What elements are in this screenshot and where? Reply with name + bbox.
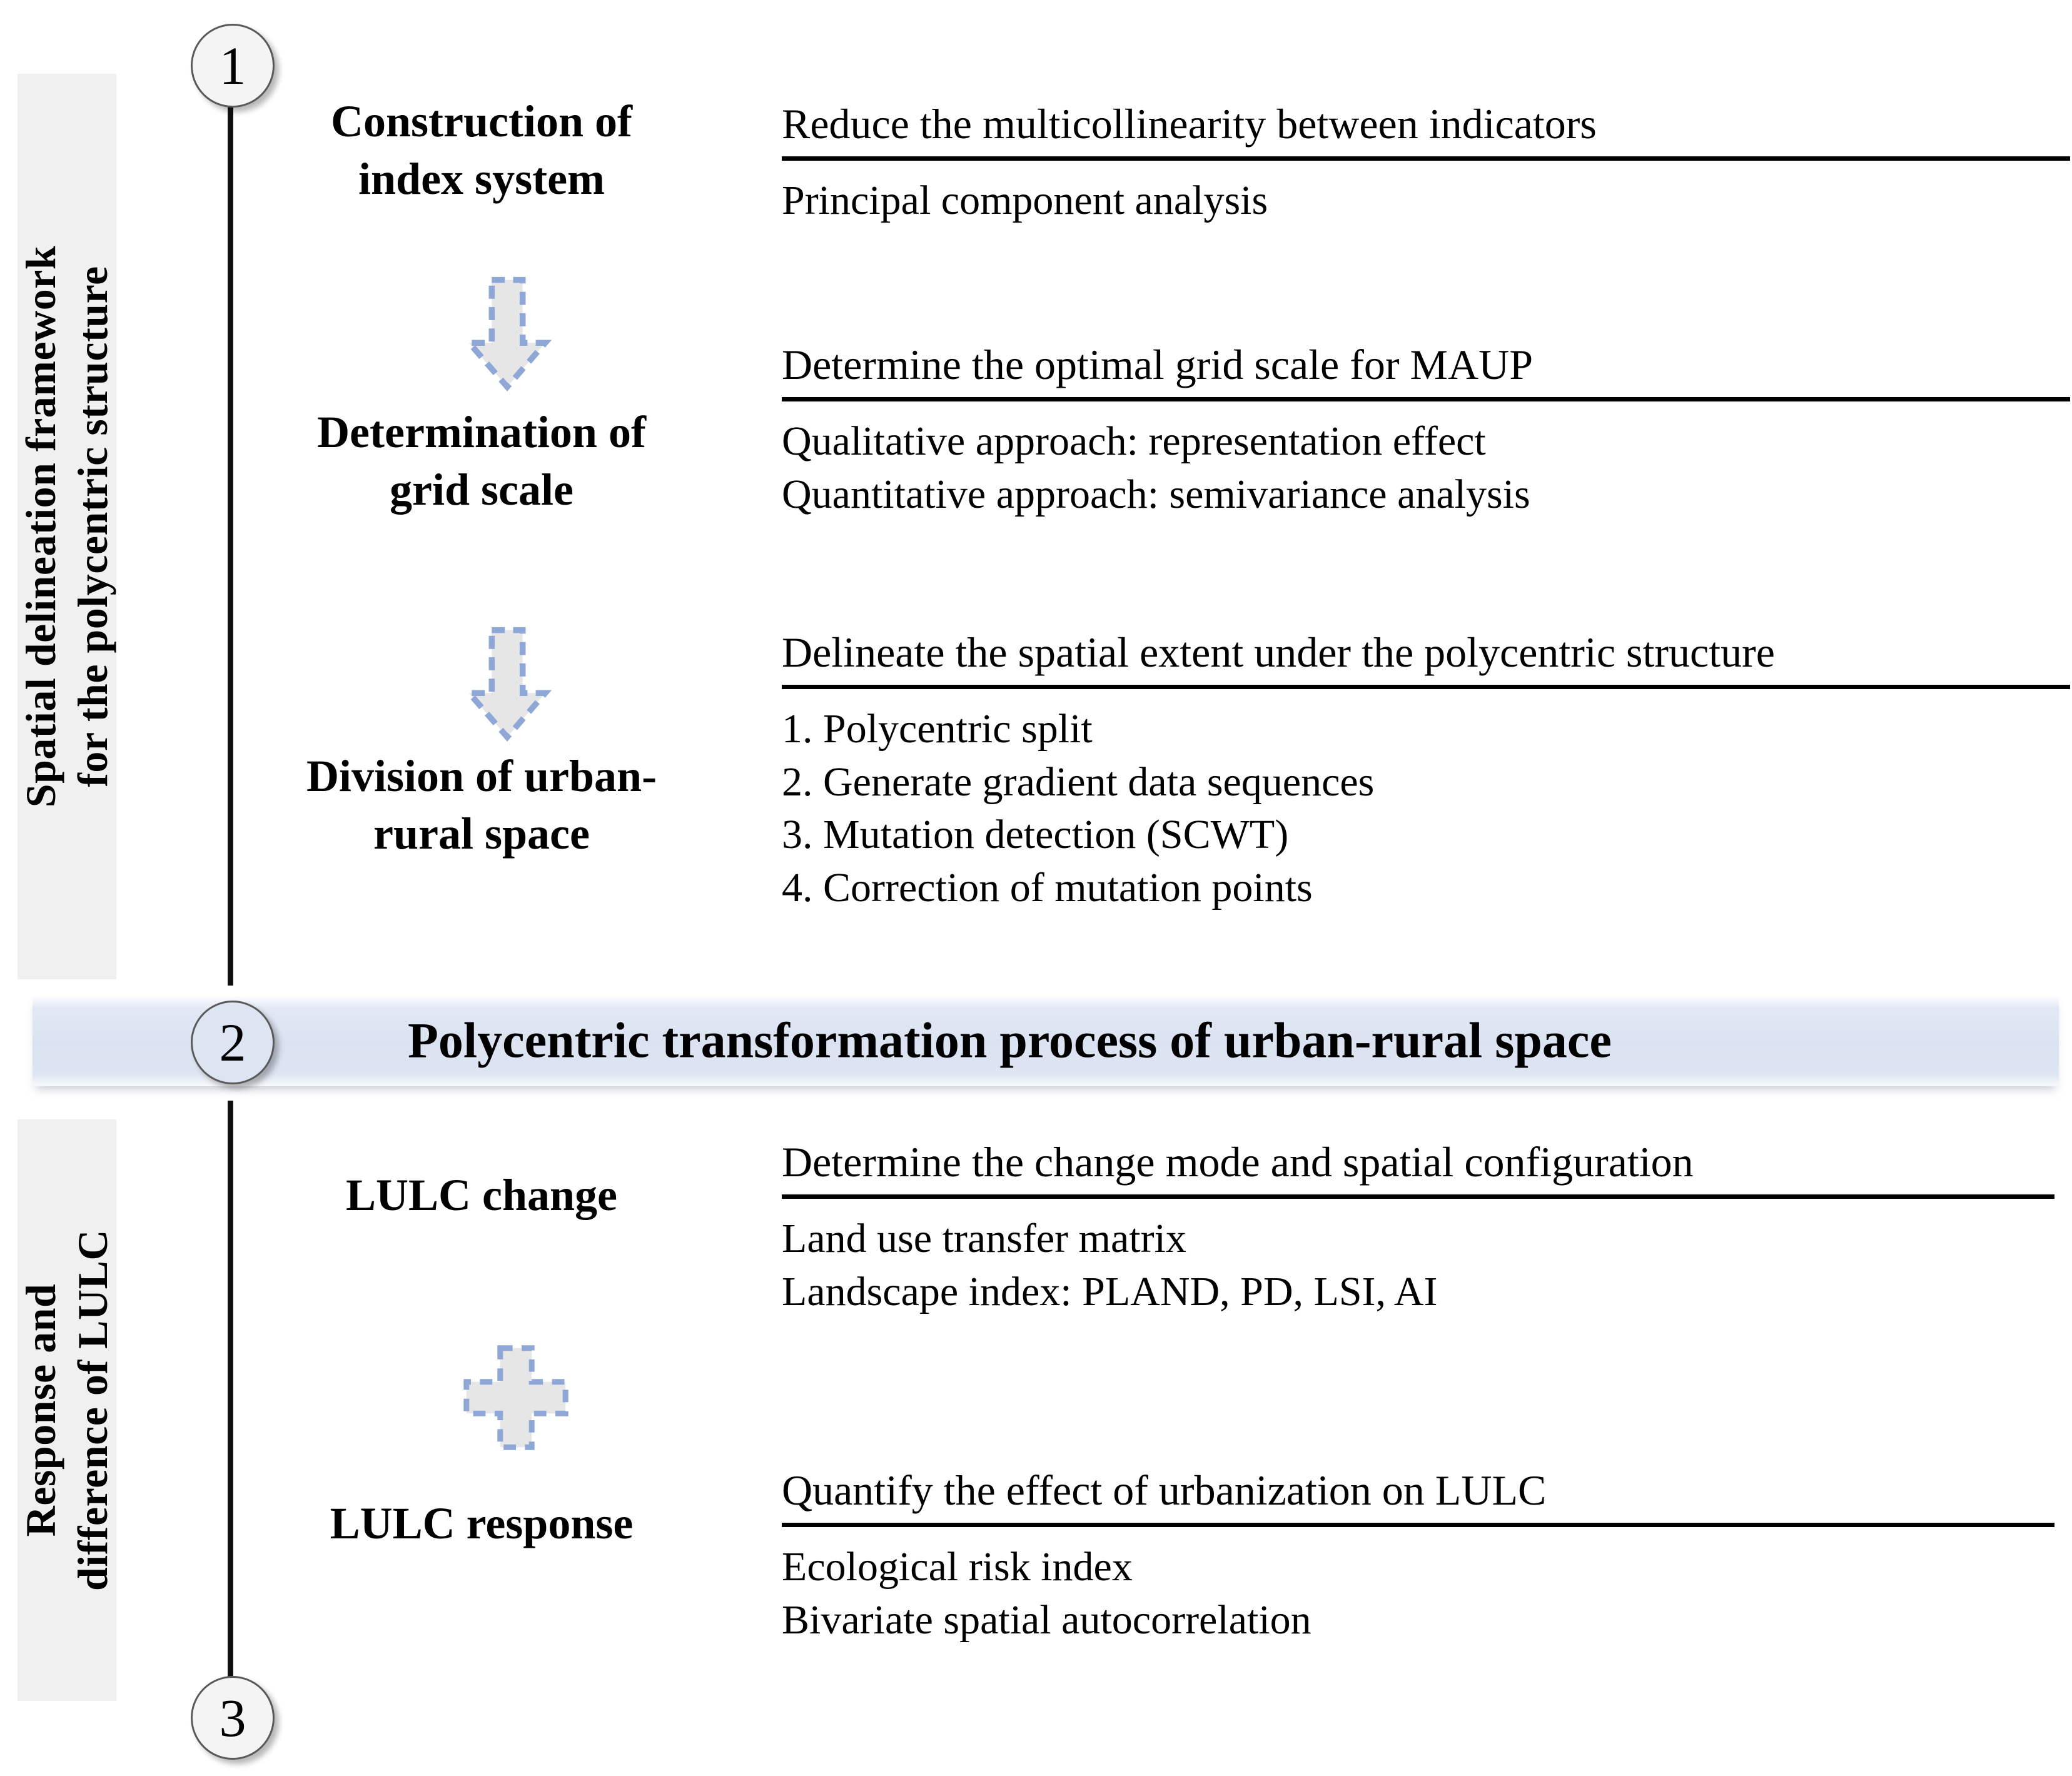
sidebar-label-section-3: Response and difference of LULC (15, 1229, 119, 1591)
step-marker-3-label: 3 (219, 1688, 246, 1748)
down-arrow-icon (448, 625, 567, 744)
content-item: Landscape index: PLAND, PD, LSI, AI (782, 1268, 1438, 1314)
stage-label-division-of-urban-rural-space: Division of urban- rural space (269, 747, 694, 862)
content-headline: Determine the change mode and spatial co… (782, 1138, 1694, 1186)
content-headline: Reduce the multicollinearity between ind… (782, 100, 1597, 148)
stage-label-line: rural space (373, 809, 590, 859)
step-marker-2-label: 2 (219, 1012, 246, 1072)
stage-label-line: LULC change (345, 1170, 618, 1220)
step-marker-1-label: 1 (219, 36, 246, 96)
timeline-spine-section-1 (228, 60, 233, 986)
stage-label-line: LULC response (330, 1498, 634, 1548)
down-arrow-icon (448, 275, 567, 394)
content-block-lulc-response: Quantify the effect of urbanization on L… (782, 1466, 2054, 1647)
content-item: 2. Generate gradient data sequences (782, 759, 1375, 805)
content-divider (782, 397, 2070, 402)
content-item: 4. Correction of mutation points (782, 864, 1313, 911)
stage-label-line: Construction of (331, 96, 632, 146)
sidebar-label-line-2: for the polycentric structure (69, 266, 116, 787)
timeline-spine-section-3 (228, 1101, 233, 1701)
content-divider (782, 156, 2070, 161)
stage-label-construction-of-index-system: Construction of index system (269, 93, 694, 208)
content-headline: Delineate the spatial extent under the p… (782, 628, 1775, 676)
content-item: Principal component analysis (782, 178, 1268, 224)
content-item: Ecological risk index (782, 1544, 1133, 1590)
sidebar-label-section-1: Spatial delineation framework for the po… (15, 246, 119, 807)
content-item: Bivariate spatial autocorrelation (782, 1597, 1311, 1643)
content-block-index-system: Reduce the multicollinearity between ind… (782, 100, 2070, 228)
step-marker-1: 1 (191, 24, 275, 108)
content-item: 3. Mutation detection (SCWT) (782, 812, 1289, 858)
content-block-lulc-change: Determine the change mode and spatial co… (782, 1138, 2054, 1318)
sidebar-label-line-1: Response and (17, 1283, 65, 1537)
sidebar-panel-section-1: Spatial delineation framework for the po… (15, 74, 119, 979)
content-divider (782, 685, 2070, 690)
band-title: Polycentric transformation process of ur… (408, 1013, 1612, 1068)
content-headline: Quantify the effect of urbanization on L… (782, 1466, 1547, 1514)
stage-label-lulc-change: LULC change (269, 1166, 694, 1224)
content-block-urban-rural-space: Delineate the spatial extent under the p… (782, 628, 2070, 914)
content-divider (782, 1194, 2054, 1199)
sidebar-panel-section-3: Response and difference of LULC (15, 1119, 119, 1701)
content-headline: Determine the optimal grid scale for MAU… (782, 341, 1534, 388)
process-band-section-2: Polycentric transformation process of ur… (33, 996, 2059, 1086)
stage-label-determination-of-grid-scale: Determination of grid scale (269, 403, 694, 518)
stage-label-line: index system (358, 154, 605, 204)
content-divider (782, 1523, 2054, 1528)
stage-label-line: grid scale (390, 465, 574, 515)
stage-label-line: Division of urban- (306, 751, 657, 801)
content-item: 1. Polycentric split (782, 706, 1093, 752)
content-item: Land use transfer matrix (782, 1216, 1186, 1262)
stage-label-lulc-response: LULC response (269, 1495, 694, 1552)
step-marker-3: 3 (191, 1676, 275, 1760)
plus-icon (460, 1341, 572, 1454)
step-marker-2: 2 (191, 1001, 275, 1084)
content-block-grid-scale: Determine the optimal grid scale for MAU… (782, 341, 2070, 521)
content-item: Qualitative approach: representation eff… (782, 418, 1486, 465)
sidebar-label-line-2: difference of LULC (69, 1229, 116, 1592)
sidebar-label-line-1: Spatial delineation framework (17, 245, 65, 808)
content-item: Quantitative approach: semivariance anal… (782, 471, 1530, 517)
stage-label-line: Determination of (317, 407, 646, 457)
